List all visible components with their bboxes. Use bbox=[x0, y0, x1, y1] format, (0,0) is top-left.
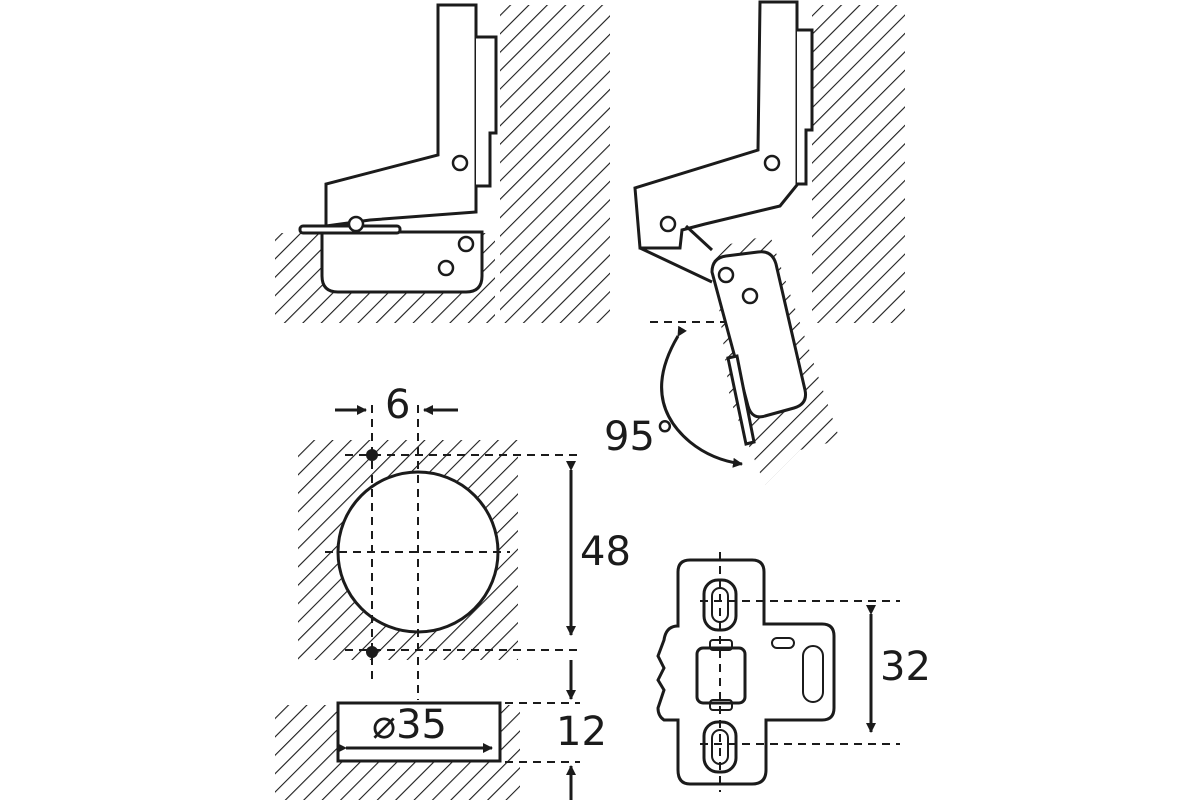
cup-pivot-pin-upper bbox=[457, 235, 475, 253]
side-slot-long bbox=[802, 645, 824, 703]
link-arm bbox=[639, 224, 714, 284]
center-cam bbox=[695, 646, 747, 705]
opening-angle-label: 95° bbox=[604, 414, 675, 460]
side-hole-small bbox=[771, 637, 795, 649]
cup-pin-lower-open bbox=[741, 287, 759, 305]
mounting-plate bbox=[476, 35, 498, 188]
arm-pivot-pin bbox=[451, 154, 469, 172]
hinge-arm-open bbox=[633, 0, 799, 250]
closed-hinge-view bbox=[275, 3, 610, 323]
mounting-plate-open bbox=[797, 28, 814, 186]
angle-arc-arrow bbox=[660, 325, 743, 468]
screw-hole-top bbox=[366, 449, 378, 461]
hinge-cup-open bbox=[710, 250, 807, 419]
cup-pin-upper-open bbox=[717, 266, 735, 284]
cup-diameter-label: ⌀35 bbox=[372, 702, 447, 748]
cup-pivot-pin-top bbox=[347, 215, 365, 233]
screw-hole-bottom bbox=[366, 646, 378, 658]
mounting-plate-view: 32 bbox=[656, 552, 931, 792]
open-hinge-view: 95° bbox=[604, 0, 905, 485]
plate-spacing-label: 32 bbox=[880, 644, 931, 690]
offset-label: 6 bbox=[385, 382, 410, 428]
cabinet-side-hatching bbox=[500, 5, 610, 323]
hinge-arm bbox=[324, 3, 478, 228]
spacing-48-label: 48 bbox=[580, 529, 631, 575]
drilling-pattern-view: 6 48 ⌀35 12 bbox=[275, 382, 631, 800]
cup-pivot-pin-lower bbox=[437, 259, 455, 277]
arm-pivot-pin-open bbox=[763, 154, 781, 172]
link-pin-open bbox=[659, 215, 677, 233]
cabinet-side-hatching-open bbox=[812, 5, 905, 323]
hinge-cup bbox=[320, 230, 484, 294]
edge-distance-label: 12 bbox=[556, 709, 607, 755]
